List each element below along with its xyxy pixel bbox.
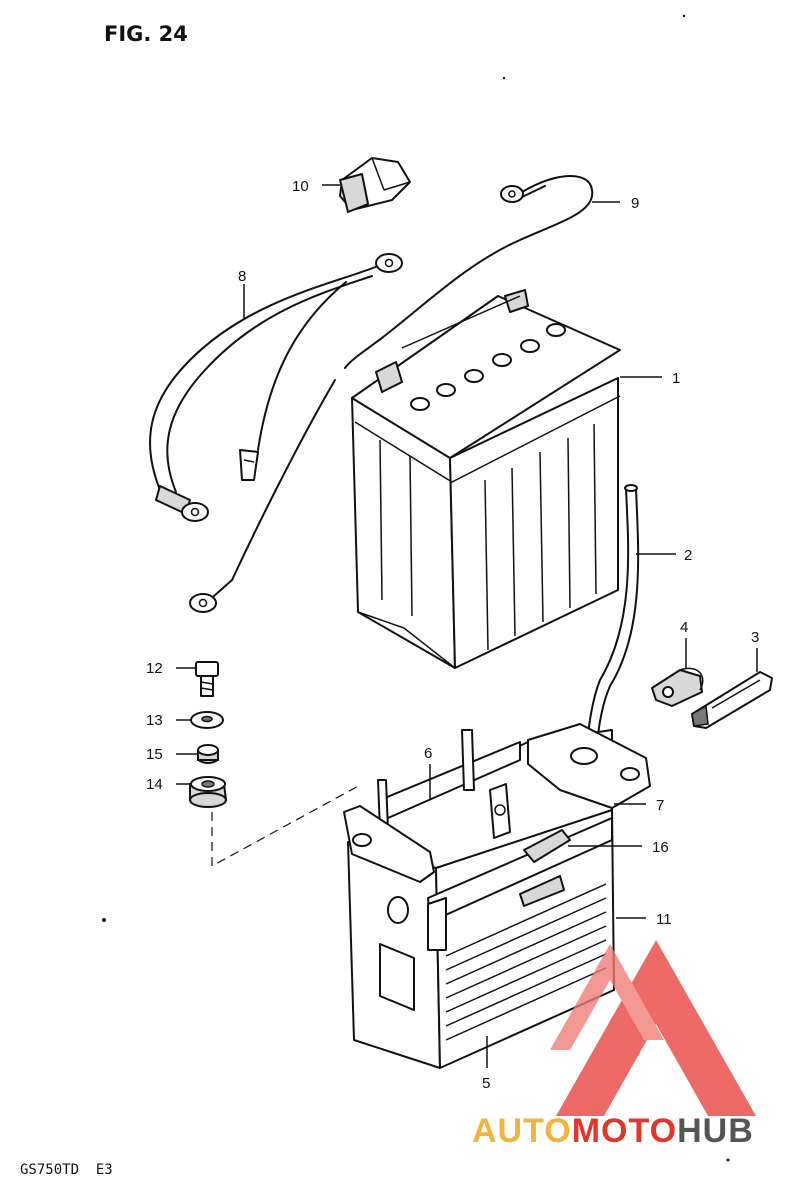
part-12-bolt	[195, 661, 219, 697]
callout-11: 11	[656, 911, 672, 928]
part-16-rubber-pad	[519, 829, 571, 907]
leader-lines	[176, 184, 758, 1068]
watermark-text: AUTOMOTOHUB	[472, 1112, 754, 1150]
watermark-auto: AUTO	[472, 1112, 572, 1150]
callout-7: 7	[656, 797, 664, 814]
watermark-hub: HUB	[677, 1112, 754, 1150]
part-9-battery-cable	[189, 175, 594, 613]
callout-2: 2	[684, 547, 692, 564]
part-15-collar	[197, 744, 219, 764]
watermark-moto: MOTO	[572, 1112, 677, 1150]
part-1-battery	[351, 289, 621, 669]
part-11-case-support	[343, 805, 447, 951]
callout-numbers: 10 9 8 1 2 4 3 12 13 15 14 6 7 16 11 5	[146, 178, 759, 1092]
callout-15: 15	[146, 746, 163, 763]
scan-specks	[102, 14, 730, 1162]
figure-title: FIG. 24	[104, 22, 188, 46]
callout-1: 1	[672, 370, 680, 387]
callout-8: 8	[238, 268, 246, 285]
part-7-mount-plate	[527, 723, 651, 809]
callout-6: 6	[424, 745, 432, 762]
part-3-strap	[691, 671, 773, 729]
callout-16: 16	[652, 839, 669, 856]
callout-12: 12	[146, 660, 163, 677]
callout-4: 4	[680, 619, 688, 636]
callout-9: 9	[631, 195, 639, 212]
callout-5: 5	[482, 1075, 490, 1092]
callout-14: 14	[146, 776, 163, 793]
part-14-cushion	[189, 776, 227, 808]
model-code: GS750TD E3	[20, 1162, 113, 1178]
part-13-washer	[190, 711, 224, 729]
callout-3: 3	[751, 629, 759, 646]
part-10-terminal-cover	[339, 157, 411, 213]
callout-10: 10	[292, 178, 309, 195]
automotohub-logo	[550, 940, 756, 1116]
callout-13: 13	[146, 712, 163, 729]
assembly-line	[211, 783, 363, 868]
part-4-clamp	[651, 667, 704, 707]
part-2-breather-hose	[587, 484, 640, 741]
part-8-wire-harness	[149, 253, 403, 522]
